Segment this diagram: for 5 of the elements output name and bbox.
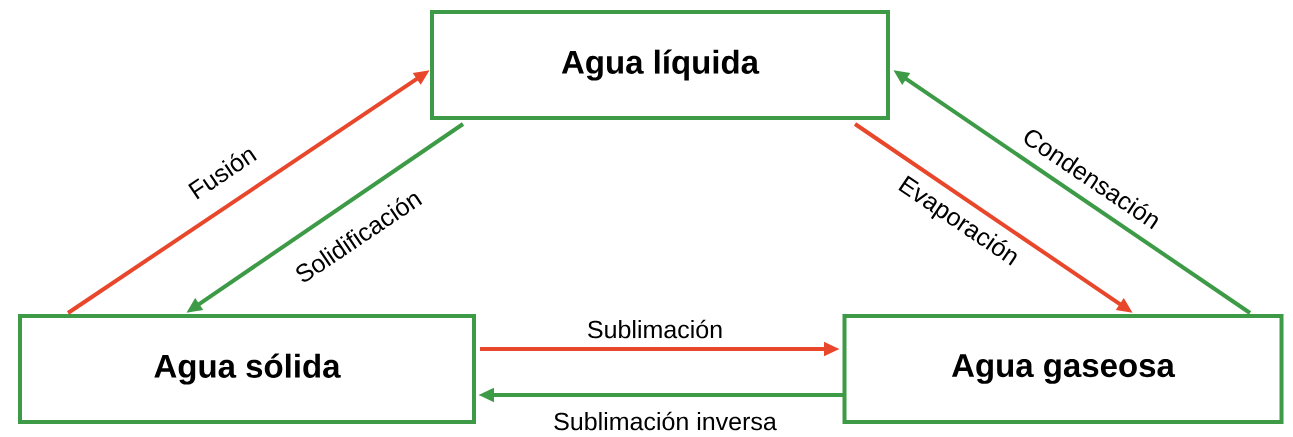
edge-label: Sublimación inversa — [552, 410, 778, 432]
edge-label: Sublimación — [585, 318, 725, 340]
state-box: Agua gaseosa — [842, 314, 1284, 424]
state-box: Agua sólida — [18, 314, 476, 424]
state-box: Agua líquida — [430, 10, 890, 120]
